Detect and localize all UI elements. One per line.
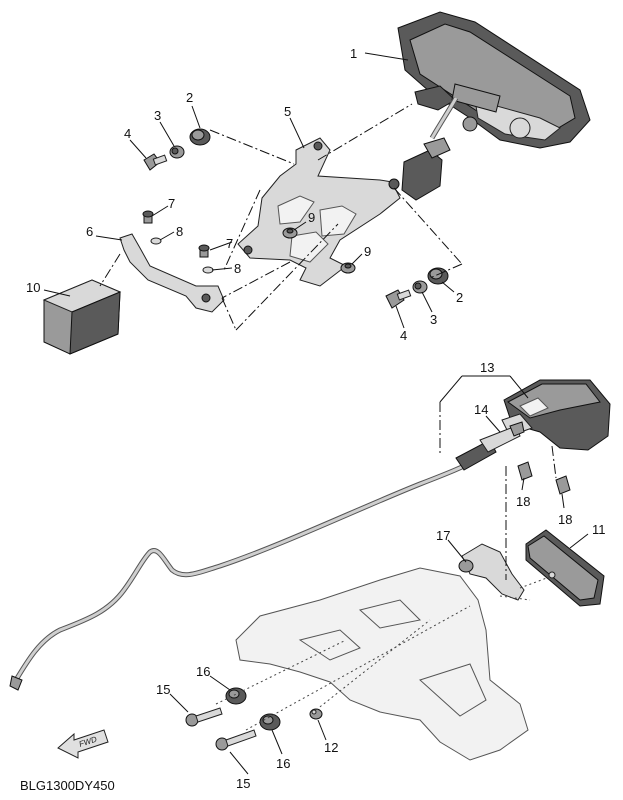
license-light-assembly[interactable] <box>501 379 611 451</box>
callout-6: 6 <box>86 224 93 239</box>
collar-lower[interactable] <box>412 280 428 294</box>
callout-4-upper: 4 <box>124 126 131 141</box>
callout-8-lower: 8 <box>234 261 241 276</box>
callout-14: 14 <box>474 402 488 417</box>
reflector[interactable] <box>525 529 605 607</box>
callout-17: 17 <box>436 528 450 543</box>
damper-fender-lower[interactable] <box>259 713 281 731</box>
bolt-upper[interactable] <box>143 153 168 171</box>
damper-fender-upper[interactable] <box>225 687 247 705</box>
screw-lower[interactable] <box>198 244 210 258</box>
screw-upper[interactable] <box>142 210 154 224</box>
license-light-harness[interactable] <box>9 421 525 691</box>
relay-module[interactable] <box>42 279 122 355</box>
washer-lower[interactable] <box>202 266 214 274</box>
assembly-lines <box>99 103 557 731</box>
callout-leaders <box>43 52 589 775</box>
bolt-lower[interactable] <box>385 289 412 309</box>
callout-15-upper: 15 <box>156 682 170 697</box>
clip-left[interactable] <box>517 461 533 481</box>
callout-3-upper: 3 <box>154 108 161 123</box>
callout-12: 12 <box>324 740 338 755</box>
callout-11: 11 <box>592 522 606 537</box>
callout-16-upper: 16 <box>196 664 210 679</box>
rear-fender <box>235 567 529 761</box>
callout-2-upper: 2 <box>186 90 193 105</box>
callout-9-lower: 9 <box>364 244 371 259</box>
damper-lower[interactable] <box>427 267 449 285</box>
meter-bracket[interactable] <box>237 137 401 287</box>
callout-2-lower: 2 <box>456 290 463 305</box>
callout-4-lower: 4 <box>400 328 407 343</box>
callout-18-right: 18 <box>558 512 572 527</box>
callout-10: 10 <box>26 280 40 295</box>
license-bracket[interactable] <box>458 543 525 601</box>
callout-labels: 1 2 3 4 5 6 7 8 7 8 9 9 10 2 3 4 13 14 1… <box>26 46 606 791</box>
relay-bracket[interactable] <box>119 233 225 313</box>
callout-1: 1 <box>350 46 357 61</box>
callout-7-lower: 7 <box>226 236 233 251</box>
callout-7-upper: 7 <box>168 196 175 211</box>
clip-right[interactable] <box>555 475 571 495</box>
callout-16-lower: 16 <box>276 756 290 771</box>
collar-fender[interactable] <box>309 708 323 720</box>
diagram-code: BLG1300DY450 <box>20 778 115 793</box>
meter-assembly[interactable] <box>397 11 591 201</box>
washer-upper[interactable] <box>150 237 162 245</box>
forward-arrow-icon: FWD <box>57 729 109 759</box>
callout-15-lower: 15 <box>236 776 250 791</box>
damper-upper[interactable] <box>189 128 211 146</box>
bolt-fender-upper[interactable] <box>185 707 223 727</box>
grommet-upper[interactable] <box>282 227 298 239</box>
callout-13: 13 <box>480 360 494 375</box>
callout-3-lower: 3 <box>430 312 437 327</box>
collar-upper[interactable] <box>169 145 185 159</box>
callout-18-left: 18 <box>516 494 530 509</box>
bolt-fender-lower[interactable] <box>215 729 257 751</box>
callout-5: 5 <box>284 104 291 119</box>
callout-9-upper: 9 <box>308 210 315 225</box>
callout-8-upper: 8 <box>176 224 183 239</box>
grommet-lower[interactable] <box>340 262 356 274</box>
